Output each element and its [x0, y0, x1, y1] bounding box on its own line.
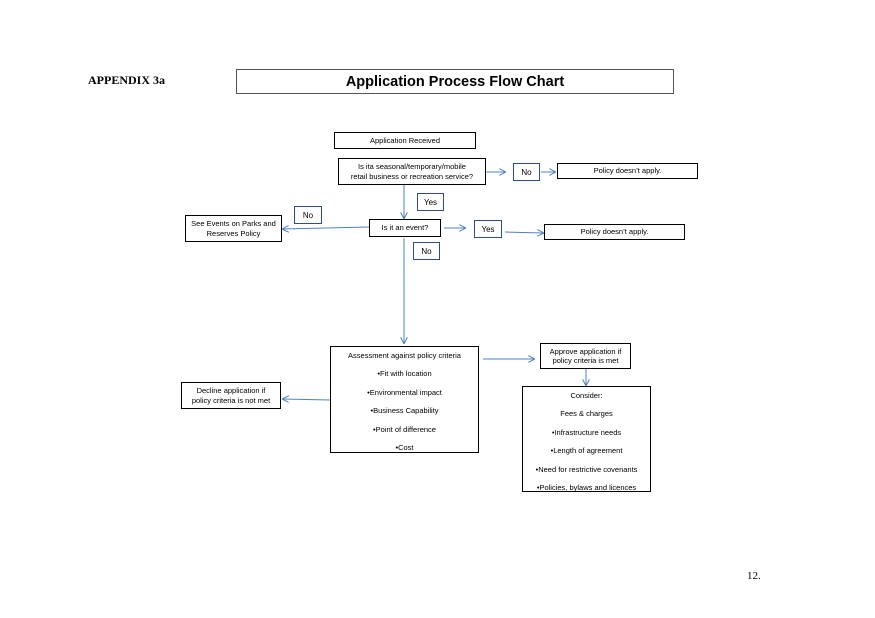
node-approve: Approve application if policy criteria i… [540, 343, 631, 369]
label-no-2: No [294, 206, 322, 224]
node-assessment: Assessment against policy criteria •Fit … [330, 346, 479, 453]
appendix-label: APPENDIX 3a [88, 73, 165, 87]
node-policy-not-apply-2: Policy doesn’t apply. [544, 224, 685, 240]
consider-item: Fees & charges [560, 409, 613, 419]
node-question-seasonal-line-1: Is ita seasonal/temporary/mobile [358, 162, 466, 172]
arrow-yes-to-policy-na-2 [504, 232, 543, 233]
consider-item: •Length of agreement [550, 446, 623, 456]
consider-item: •Infrastructure needs [551, 427, 622, 437]
label-yes-1: Yes [417, 193, 444, 211]
assessment-item: •Environmental impact [367, 387, 442, 397]
page-title: Application Process Flow Chart [236, 69, 674, 94]
node-decline-line-2: policy criteria is not met [191, 395, 271, 405]
node-question-seasonal-line-2: retail business or recreation service? [350, 171, 474, 181]
node-approve-line-1: Approve application if [549, 346, 622, 356]
node-approve-line-2: policy criteria is met [552, 356, 619, 365]
node-question-event-text: Is it an event? [381, 223, 429, 233]
node-decline: Decline application if policy criteria i… [181, 382, 281, 409]
node-assessment-heading: Assessment against policy criteria [348, 351, 461, 360]
node-question-seasonal: Is ita seasonal/temporary/mobile retail … [338, 158, 486, 185]
consider-item: •Policies, bylaws and licences [536, 482, 637, 492]
node-application-received: Application Received [334, 132, 476, 149]
node-decline-line-1: Decline application if [196, 386, 266, 396]
node-events-policy: See Events on Parks and Reserves Policy [185, 215, 282, 242]
node-policy-not-apply-1: Policy doesn’t apply. [557, 163, 698, 179]
assessment-item: •Business Capability [370, 406, 439, 416]
label-yes-2: Yes [474, 220, 502, 238]
node-question-event: Is it an event? [369, 219, 441, 237]
node-application-received-text: Application Received [369, 135, 441, 145]
label-no-3: No [413, 242, 440, 260]
node-events-policy-line-2: Reserves Policy [206, 228, 261, 238]
node-policy-not-apply-2-text: Policy doesn’t apply. [580, 227, 649, 237]
node-consider: Consider: Fees & charges •Infrastructure… [522, 386, 651, 492]
node-consider-heading: Consider: [570, 391, 603, 400]
arrow-assessment-to-decline [283, 399, 331, 400]
node-policy-not-apply-1-text: Policy doesn’t apply. [593, 166, 662, 176]
label-no-1: No [513, 163, 540, 181]
node-events-policy-line-1: See Events on Parks and [191, 219, 276, 229]
assessment-item: •Point of difference [373, 424, 436, 434]
page-number: 12. [747, 570, 761, 582]
assessment-item: •Cost [395, 442, 414, 452]
assessment-item: •Fit with location [377, 369, 432, 379]
consider-item: •Need for restrictive covenants [535, 464, 638, 474]
arrow-q2-to-events [283, 227, 370, 229]
